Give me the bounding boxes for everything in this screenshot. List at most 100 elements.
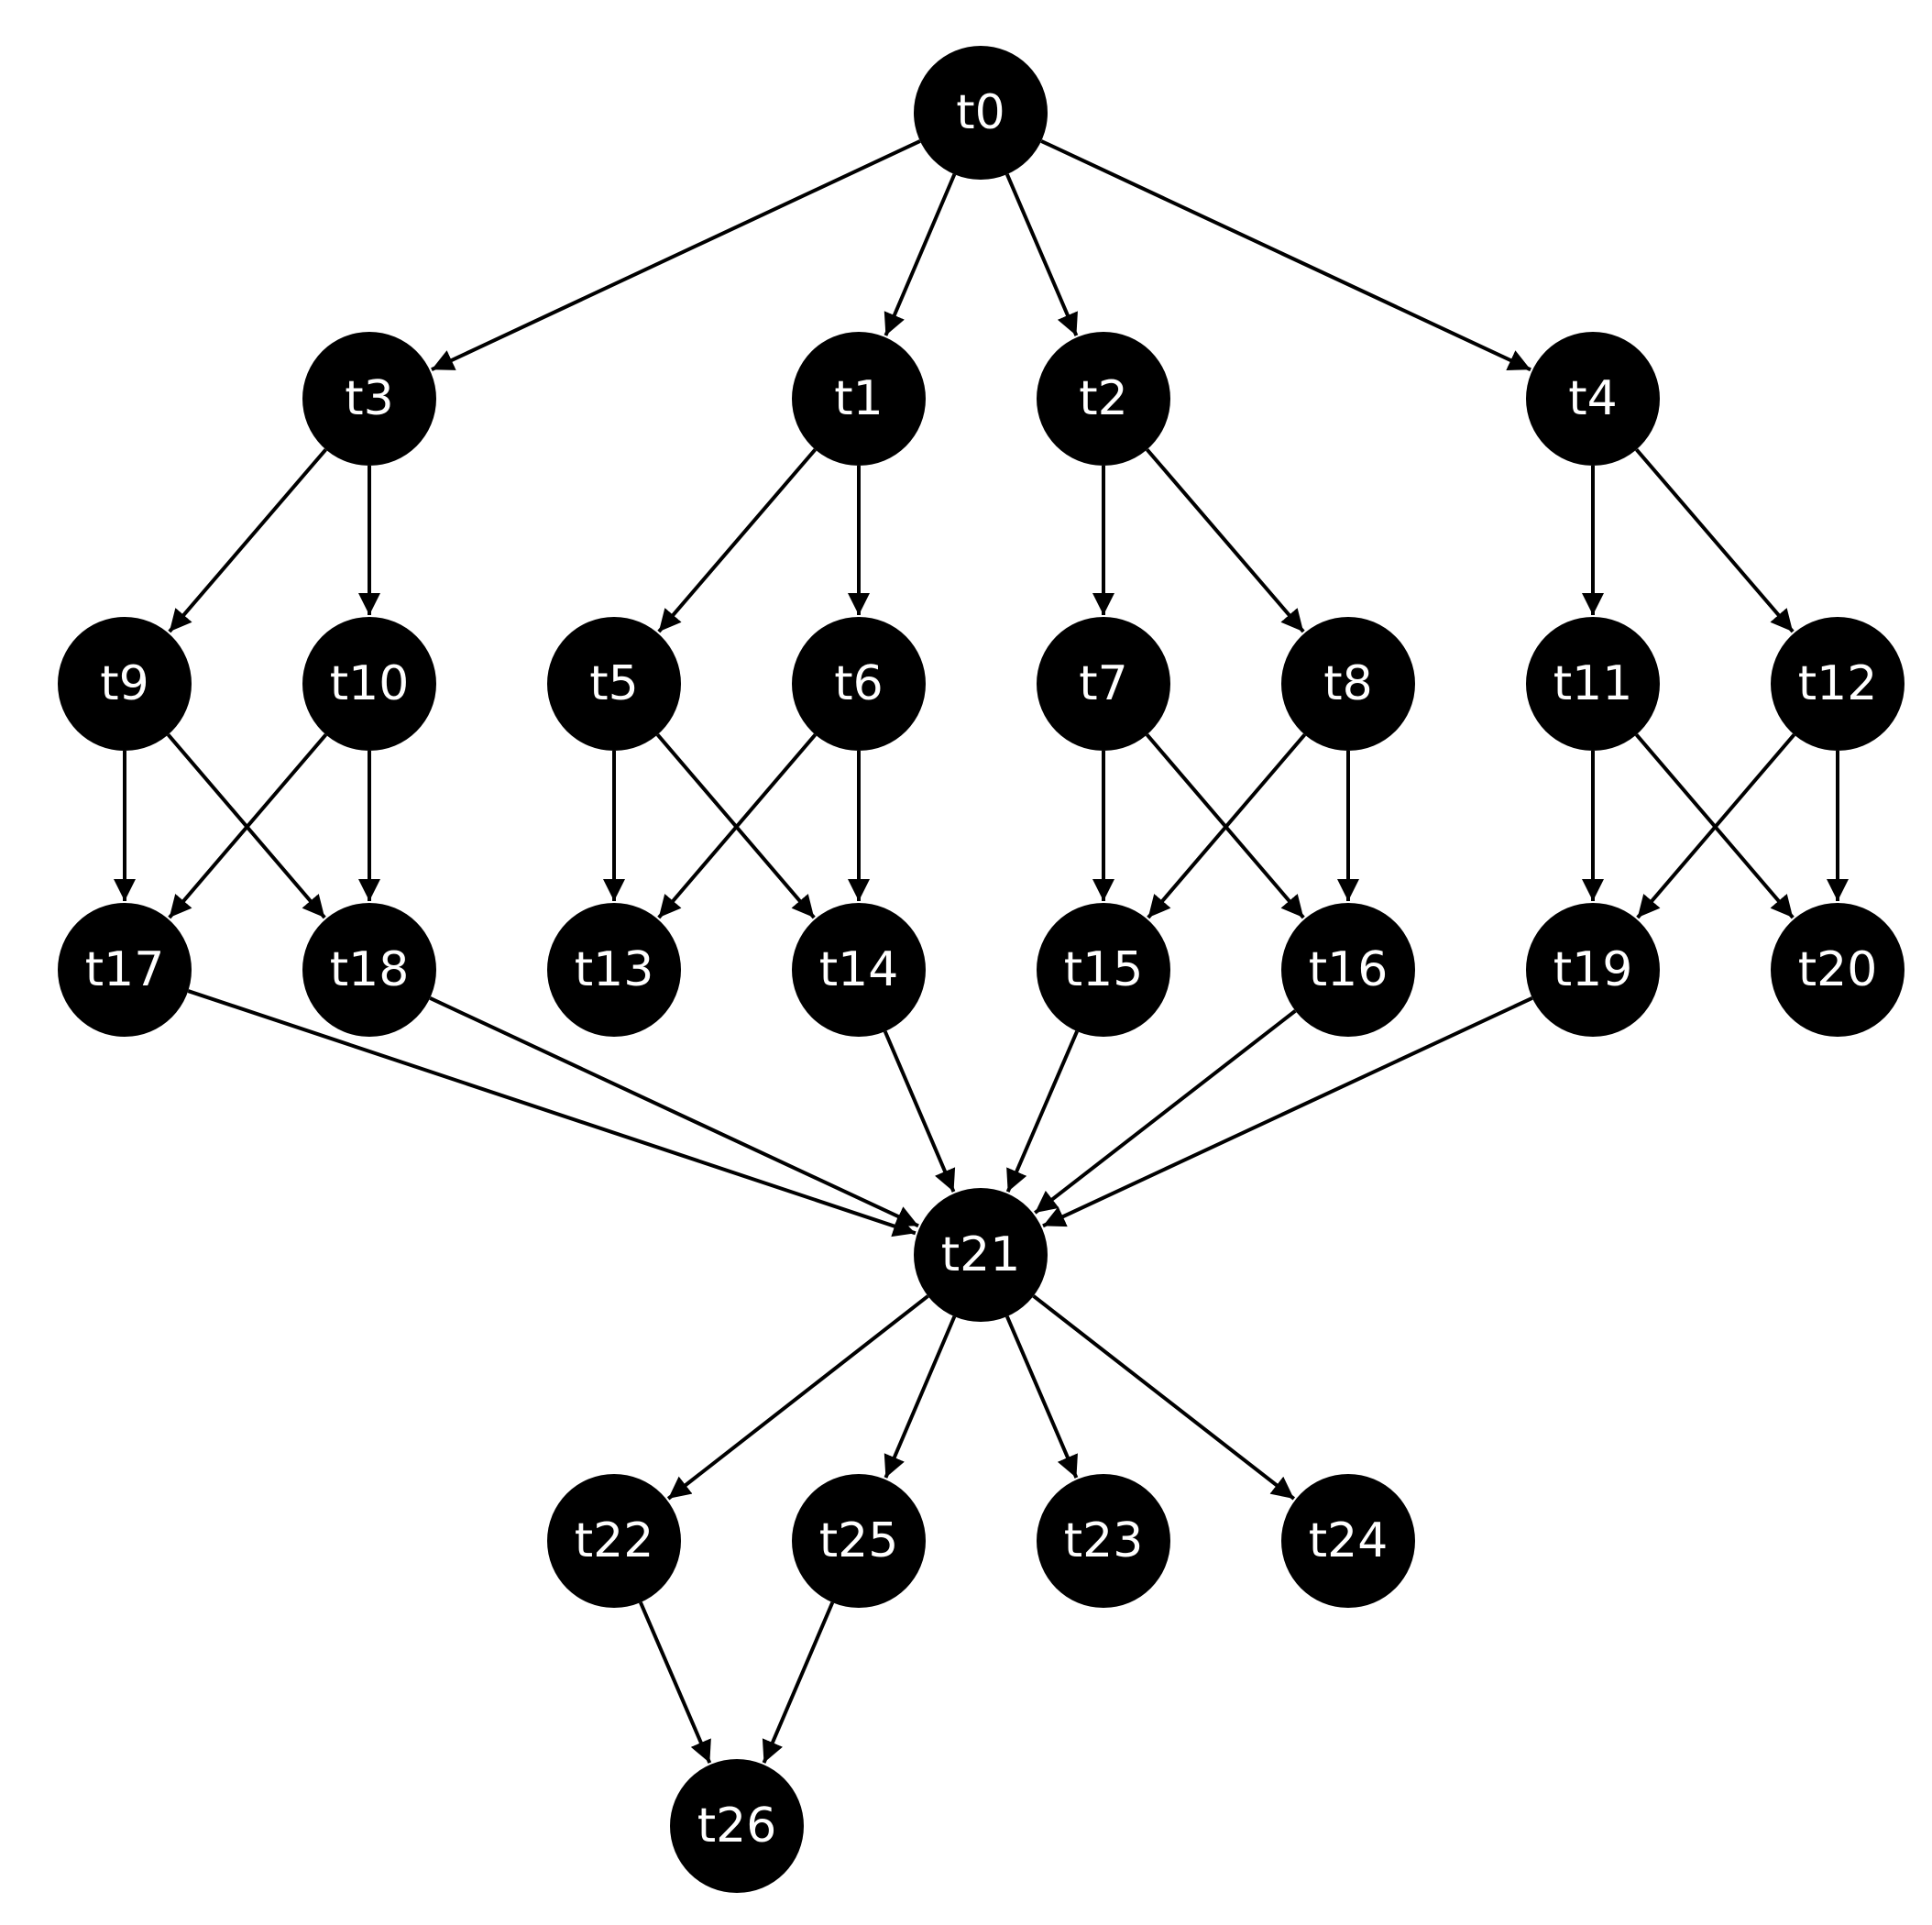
- node-t17: t17: [58, 903, 192, 1037]
- edge-t12-t19: [1636, 733, 1796, 919]
- node-label: t5: [589, 656, 638, 711]
- node-circle: [547, 1474, 681, 1608]
- edge-t21-t24: [1032, 1294, 1296, 1501]
- edge-t4-t12: [1635, 448, 1795, 633]
- node-circle: [302, 332, 436, 466]
- node-label: t26: [697, 1798, 777, 1854]
- node-t26: t26: [670, 1759, 804, 1893]
- node-circle: [547, 903, 681, 1037]
- node-circle: [547, 617, 681, 751]
- edge-t3-t9: [168, 448, 327, 633]
- node-label: t17: [85, 942, 165, 997]
- node-circle: [58, 903, 192, 1037]
- node-circle: [1281, 1474, 1415, 1608]
- node-label: t20: [1798, 942, 1878, 997]
- node-circle: [302, 617, 436, 751]
- node-circle: [1037, 332, 1170, 466]
- node-t15: t15: [1037, 903, 1170, 1037]
- node-t21: t21: [914, 1188, 1048, 1322]
- node-t20: t20: [1771, 903, 1905, 1037]
- edge-t0-t4: [1040, 139, 1531, 372]
- node-label: t2: [1079, 371, 1127, 426]
- edge-t19-t21: [1042, 996, 1533, 1228]
- node-t10: t10: [302, 617, 436, 751]
- edges-layer: [114, 139, 1849, 1764]
- edge-t16-t21: [1034, 1009, 1297, 1215]
- node-label: t18: [330, 942, 410, 997]
- node-t7: t7: [1037, 617, 1170, 751]
- node-t11: t11: [1526, 617, 1660, 751]
- edge-t10-t17: [168, 733, 328, 919]
- node-label: t25: [819, 1513, 899, 1568]
- edge-t1-t5: [657, 448, 817, 633]
- node-label: t22: [575, 1513, 654, 1568]
- node-label: t21: [941, 1227, 1021, 1282]
- node-t23: t23: [1037, 1474, 1170, 1608]
- node-t0: t0: [914, 46, 1048, 180]
- node-label: t10: [330, 656, 410, 711]
- node-label: t1: [834, 371, 883, 426]
- node-t3: t3: [302, 332, 436, 466]
- node-t25: t25: [792, 1474, 926, 1608]
- node-label: t23: [1064, 1513, 1144, 1568]
- node-circle: [1281, 903, 1415, 1037]
- node-t9: t9: [58, 617, 192, 751]
- node-circle: [1526, 332, 1660, 466]
- node-label: t0: [956, 85, 1004, 140]
- edge-t21-t22: [666, 1294, 929, 1501]
- edge-t25-t26: [762, 1601, 835, 1764]
- node-t22: t22: [547, 1474, 681, 1608]
- node-label: t16: [1309, 942, 1389, 997]
- edge-t14-t21: [883, 1030, 956, 1193]
- node-circle: [1526, 903, 1660, 1037]
- node-circle: [1771, 903, 1905, 1037]
- node-label: t11: [1553, 656, 1633, 711]
- node-circle: [670, 1759, 804, 1893]
- node-circle: [1037, 1474, 1170, 1608]
- node-circle: [792, 903, 926, 1037]
- edge-t22-t26: [639, 1601, 712, 1764]
- edge-t2-t8: [1146, 448, 1305, 633]
- node-label: t9: [100, 656, 148, 711]
- nodes-layer: t0 t1 t2 t3 t4 t5 t6 t7 t8 t9 t10 t11 t12 t13 t14 t15 t1…: [58, 46, 1905, 1893]
- node-label: t12: [1798, 656, 1878, 711]
- node-label: t15: [1064, 942, 1144, 997]
- node-t13: t13: [547, 903, 681, 1037]
- node-label: t19: [1553, 942, 1633, 997]
- node-label: t6: [834, 656, 883, 711]
- node-label: t24: [1309, 1513, 1389, 1568]
- node-t12: t12: [1771, 617, 1905, 751]
- edge-t21-t25: [884, 1315, 957, 1479]
- node-circle: [1037, 903, 1170, 1037]
- node-t8: t8: [1281, 617, 1415, 751]
- node-circle: [302, 903, 436, 1037]
- edge-t0-t2: [1004, 173, 1079, 336]
- edge-t8-t15: [1147, 733, 1307, 919]
- node-circle: [1771, 617, 1905, 751]
- node-circle: [1037, 617, 1170, 751]
- node-t6: t6: [792, 617, 926, 751]
- node-t2: t2: [1037, 332, 1170, 466]
- edge-t21-t23: [1004, 1315, 1079, 1479]
- node-t4: t4: [1526, 332, 1660, 466]
- node-label: t8: [1323, 656, 1372, 711]
- node-circle: [1526, 617, 1660, 751]
- node-label: t14: [819, 942, 899, 997]
- edge-t18-t21: [429, 996, 919, 1228]
- edge-t6-t13: [657, 733, 818, 919]
- node-t16: t16: [1281, 903, 1415, 1037]
- node-t24: t24: [1281, 1474, 1415, 1608]
- node-circle: [792, 332, 926, 466]
- node-circle: [58, 617, 192, 751]
- node-circle: [914, 1188, 1048, 1322]
- node-t14: t14: [792, 903, 926, 1037]
- edge-t17-t21: [187, 989, 917, 1238]
- node-label: t7: [1079, 656, 1127, 711]
- node-circle: [792, 1474, 926, 1608]
- node-circle: [1281, 617, 1415, 751]
- node-label: t3: [345, 371, 393, 426]
- edge-t15-t21: [1005, 1030, 1079, 1193]
- node-t18: t18: [302, 903, 436, 1037]
- node-label: t13: [575, 942, 654, 997]
